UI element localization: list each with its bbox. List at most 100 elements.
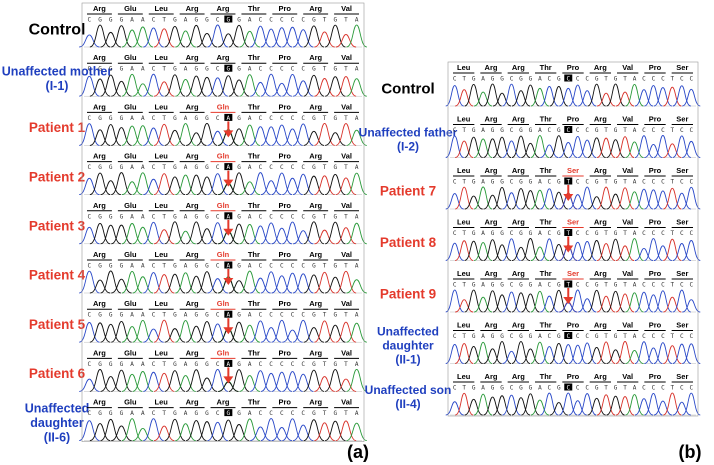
trace-peak [455, 89, 474, 107]
codon-label: Leu [457, 321, 471, 330]
base-call: T [344, 115, 348, 122]
codon-label: Leu [155, 398, 169, 407]
base-call: G [312, 263, 316, 270]
base-call: G [237, 361, 241, 368]
trace-peak [153, 372, 175, 392]
trace-peak [324, 221, 346, 245]
trace-peak [100, 418, 122, 442]
codon-label: Arg [485, 269, 498, 278]
codon-label: Arg [93, 299, 106, 308]
base-call: T [162, 361, 166, 368]
trace-peak [587, 240, 606, 261]
trace-peak [250, 370, 271, 392]
base-call: G [109, 213, 113, 220]
base-call: G [529, 127, 533, 134]
trace-peak [303, 74, 325, 97]
base-call: C [453, 333, 457, 340]
trace-peak [568, 194, 587, 210]
codon-label: Gln [217, 250, 230, 259]
trace-peak [121, 223, 143, 245]
base-call: C [689, 76, 693, 83]
base-call: A [141, 66, 145, 73]
codon-label: Gln [217, 348, 230, 357]
trace-peak [530, 341, 550, 364]
trace-peak [615, 293, 635, 313]
base-call: T [462, 76, 466, 83]
base-call: C [152, 263, 156, 270]
base-call: C [301, 66, 305, 73]
codon-label: Leu [457, 269, 471, 278]
trace-peak [218, 75, 239, 97]
codon-label: Thr [248, 53, 260, 62]
variant-base-highlight [224, 261, 233, 269]
base-call: C [642, 179, 646, 186]
base-call: G [333, 213, 337, 220]
base-call: C [88, 164, 92, 171]
trace-peak [492, 244, 512, 261]
base-call: T [162, 213, 166, 220]
base-call: G [557, 385, 561, 392]
codon-label: Thr [248, 348, 260, 357]
variant-base-highlight [564, 177, 573, 185]
base-call: G [98, 263, 102, 270]
trace-peak [502, 83, 521, 107]
trace-peak [100, 31, 121, 48]
base-call: T [462, 127, 466, 134]
trace-peak [473, 341, 493, 364]
base-call: G [173, 361, 177, 368]
base-call: G [529, 230, 533, 237]
base-call: G [120, 263, 124, 270]
base-call: A [227, 263, 231, 270]
base-call: G [519, 127, 523, 134]
trace-peak [672, 289, 691, 313]
trace-peak [682, 240, 701, 261]
variant-base-highlight [224, 409, 233, 417]
codon-label: Val [622, 269, 633, 278]
trace-peak [164, 370, 186, 392]
base-call: G [333, 66, 337, 73]
trace-peak [260, 372, 282, 392]
variant-base-highlight [224, 15, 233, 23]
trace-peak [511, 341, 531, 364]
base-call: C [689, 230, 693, 237]
trace-peak [239, 223, 261, 245]
trace-peak [143, 328, 164, 343]
base-call: C [510, 385, 514, 392]
codon-label: Arg [186, 201, 199, 210]
base-call: G [109, 66, 113, 73]
base-call: G [173, 17, 177, 24]
base-call: A [141, 213, 145, 220]
subject-label: Unaffected son(II-4) [365, 383, 452, 411]
codon-label: Pro [567, 372, 580, 381]
base-call: G [205, 17, 209, 24]
trace-peak [587, 346, 606, 364]
trace-peak [324, 173, 346, 196]
trace-peak [511, 292, 531, 313]
base-call: C [510, 282, 514, 289]
base-call: G [333, 312, 337, 319]
trace-peak [483, 239, 502, 261]
codon-label: Arg [485, 372, 498, 381]
base-call: G [312, 66, 316, 73]
base-call: A [481, 127, 485, 134]
trace-peak [663, 187, 682, 210]
trace-peak [445, 401, 464, 416]
trace-peak [511, 397, 531, 416]
wildtype-peak [559, 302, 578, 313]
base-call: G [109, 410, 113, 417]
base-call: G [205, 410, 209, 417]
codon-label: Ser [676, 321, 688, 330]
base-call: G [120, 17, 124, 24]
trace-peak [303, 419, 325, 442]
base-call: G [98, 115, 102, 122]
codon-label: Thr [540, 269, 552, 278]
trace-peak [303, 175, 325, 196]
base-call: C [510, 127, 514, 134]
trace-peak [455, 186, 474, 210]
trace-peak [196, 176, 218, 196]
trace-peak [111, 224, 132, 245]
trace-peak [282, 371, 303, 392]
codon-label: Gln [217, 152, 230, 161]
